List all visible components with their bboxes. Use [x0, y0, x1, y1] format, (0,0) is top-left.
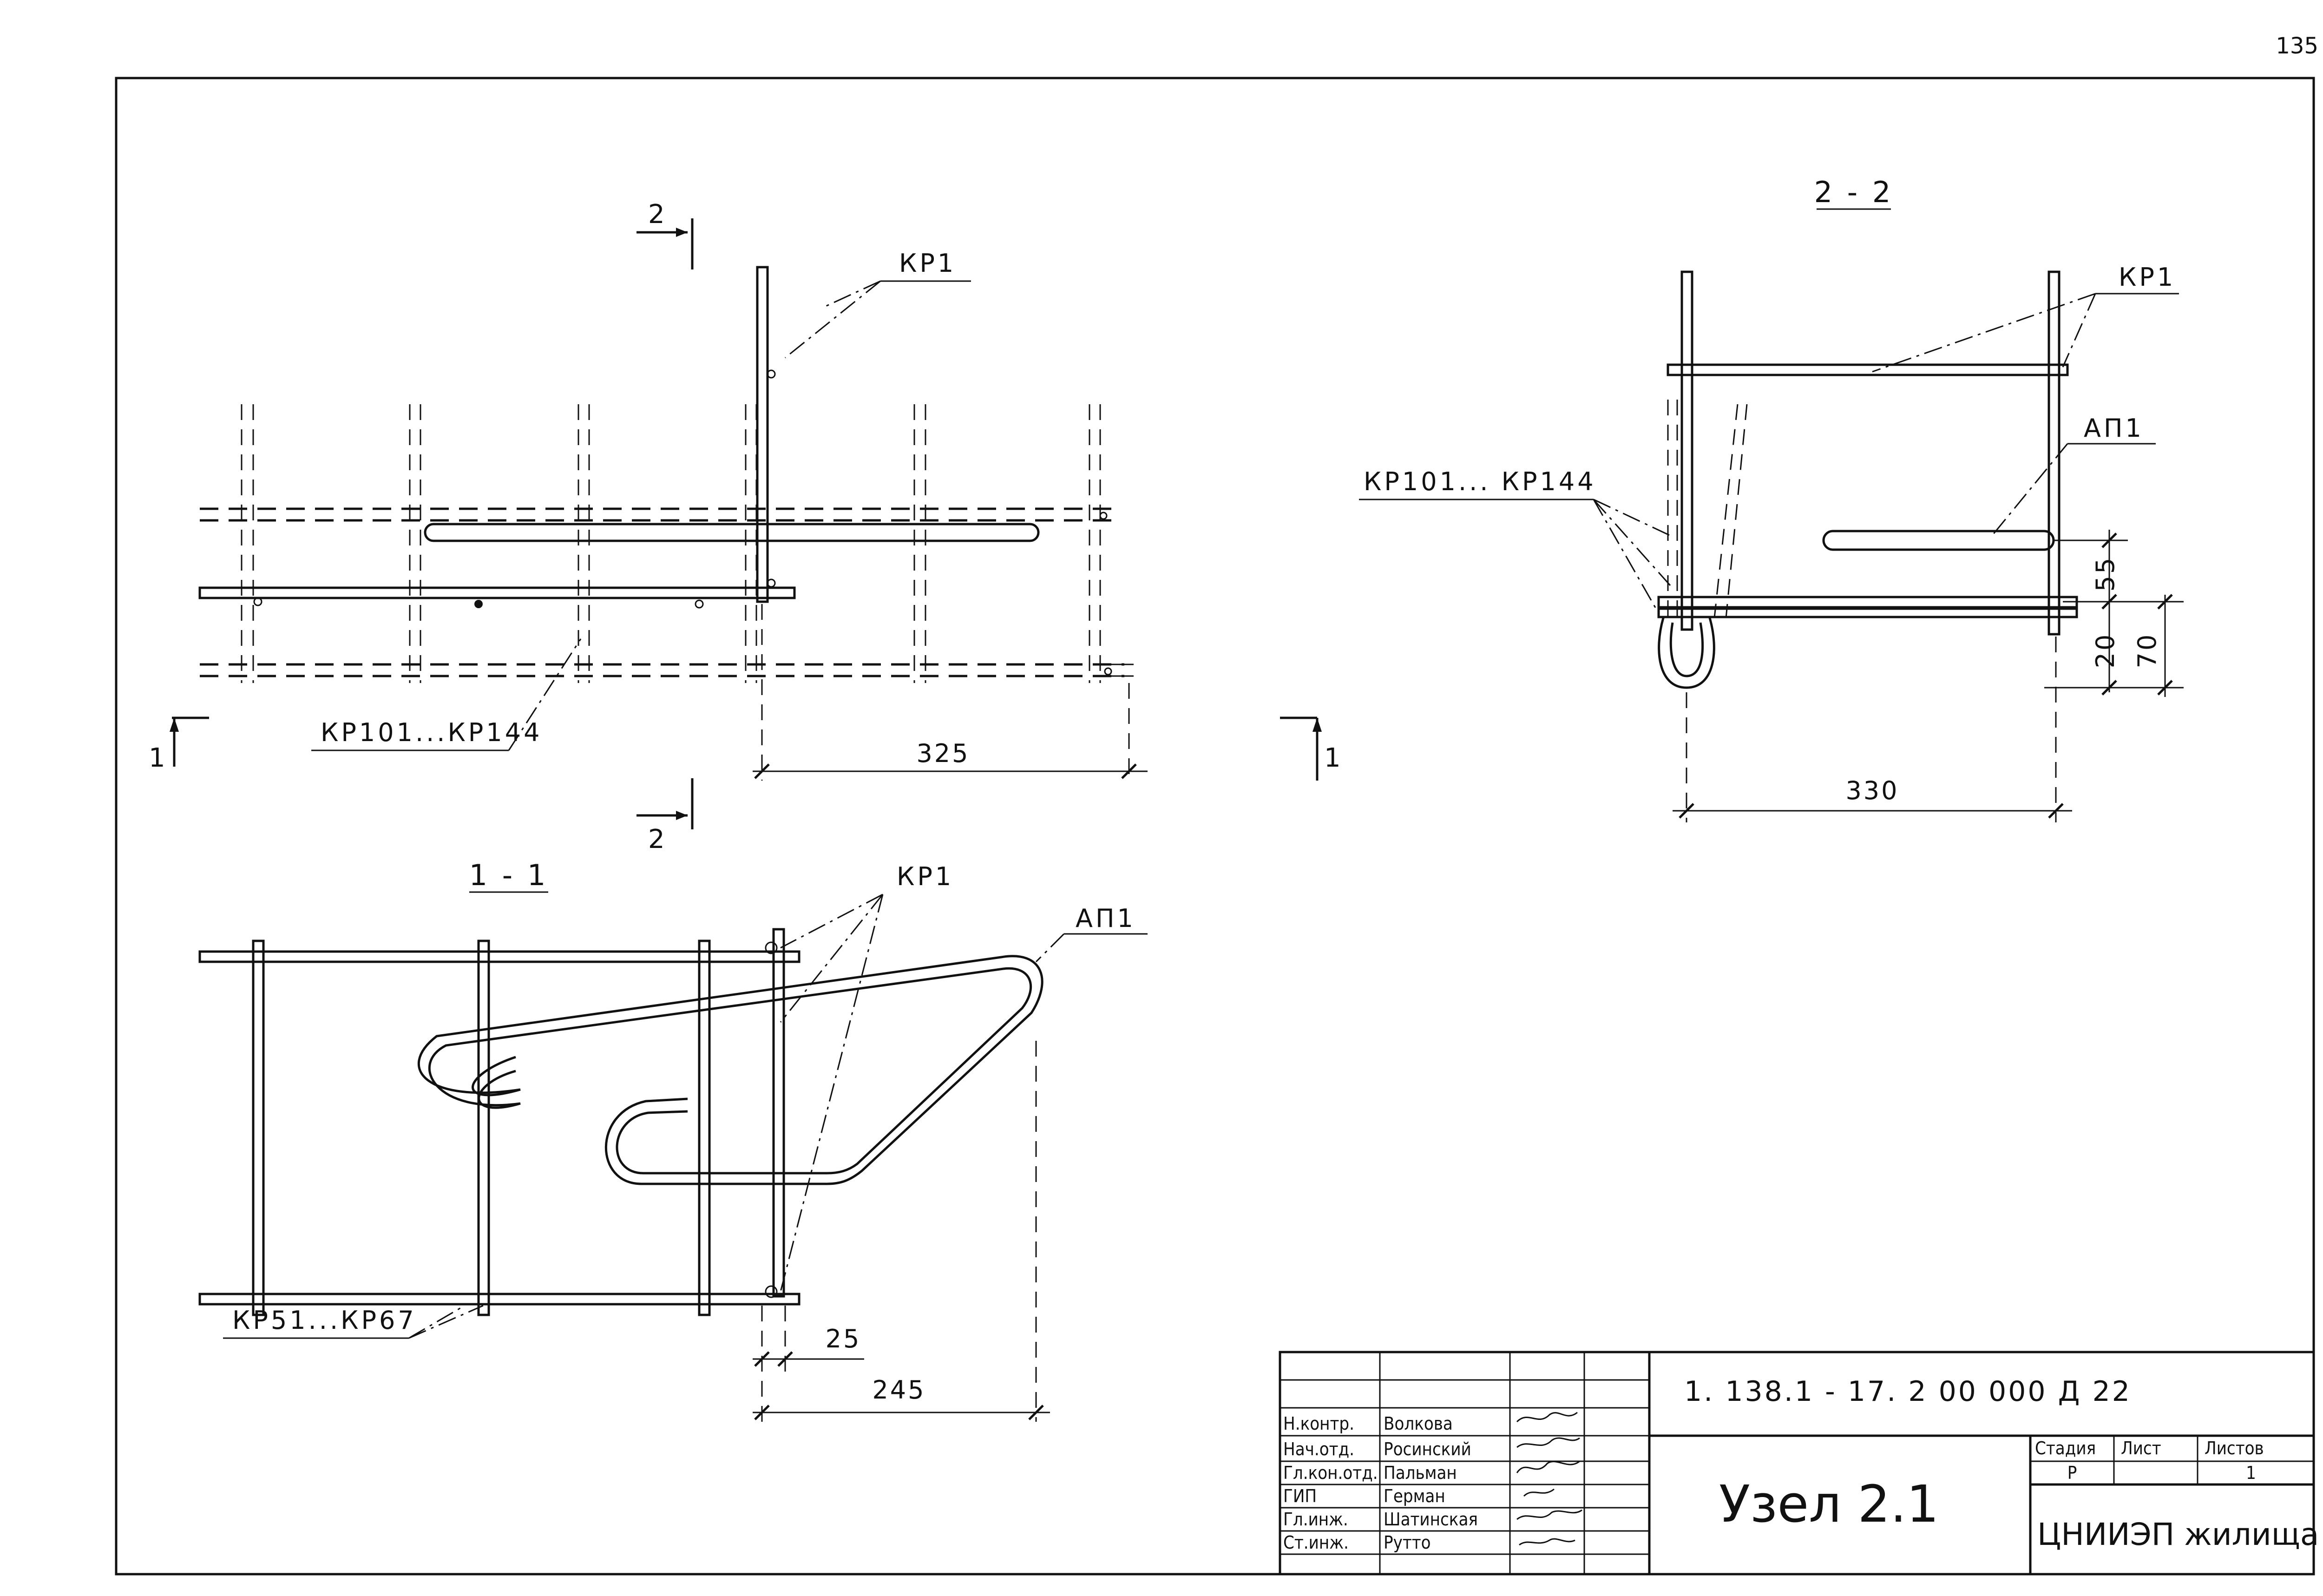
page-number: 135: [2276, 33, 2318, 59]
svg-text:245: 245: [872, 1375, 925, 1405]
role-5: Ст.инж.: [1283, 1532, 1349, 1553]
signatures: [1516, 1412, 1582, 1546]
svg-text:2: 2: [648, 824, 665, 854]
plan-label-kp101: КР101...КР144: [311, 638, 582, 751]
s22-dim-330: 330: [1673, 637, 2072, 822]
cut-mark-2-bottom: 2: [637, 778, 694, 854]
name-0: Волкова: [1384, 1413, 1453, 1434]
name-1: Росинский: [1384, 1439, 1471, 1459]
plan-view: 2 2 1 1: [149, 199, 1341, 854]
s22-dim-70: 70: [2128, 594, 2184, 697]
plan-label-kp1: КР1: [785, 249, 971, 359]
section-2-2: 2 - 2 КР1 АП1 КР101... КР144: [1359, 175, 2184, 822]
s22-label-kp1: КР1: [1872, 263, 2179, 373]
sheet-header: Лист: [2121, 1438, 2161, 1458]
svg-text:АП1: АП1: [2084, 414, 2144, 443]
svg-text:70: 70: [2133, 633, 2162, 669]
s22-dim-55: 55: [2054, 530, 2128, 613]
name-5: Рутто: [1384, 1532, 1431, 1553]
section-1-1: 1 - 1 КР1 АП1 КР51...КР67: [198, 858, 1148, 1422]
drawing-frame: [115, 77, 2315, 1576]
plan-dim-325: 325: [753, 604, 1148, 781]
svg-text:КР1: КР1: [897, 862, 954, 891]
s22-label-ap1: АП1: [1992, 414, 2156, 535]
svg-text:1: 1: [149, 743, 165, 773]
svg-text:2: 2: [648, 199, 665, 230]
organization: ЦНИИЭП жилища: [2037, 1517, 2319, 1552]
role-1: Нач.отд.: [1283, 1439, 1354, 1459]
sheets-value: 1: [2246, 1463, 2256, 1483]
role-4: Гл.инж.: [1283, 1509, 1348, 1530]
svg-text:1 - 1: 1 - 1: [469, 858, 549, 892]
role-0: Н.контр.: [1283, 1413, 1354, 1434]
section-2-2-title: 2 - 2: [1814, 175, 1894, 210]
s11-label-kp51: КР51...КР67: [223, 1305, 484, 1339]
name-4: Шатинская: [1384, 1509, 1478, 1530]
s22-label-kp101: КР101... КР144: [1359, 467, 1673, 614]
cut-mark-1-right: 1: [1280, 716, 1341, 781]
role-3: ГИП: [1283, 1486, 1317, 1506]
stage-header: Стадия: [2035, 1438, 2096, 1458]
sheets-header: Листов: [2205, 1438, 2264, 1458]
svg-text:2 - 2: 2 - 2: [1814, 175, 1894, 209]
name-2: Пальман: [1384, 1463, 1457, 1483]
s11-dim-25: 25: [753, 1306, 864, 1422]
svg-text:55: 55: [2091, 556, 2120, 592]
name-3: Герман: [1384, 1486, 1445, 1506]
svg-text:20: 20: [2091, 633, 2120, 669]
cut-mark-1-left: 1: [149, 716, 209, 773]
s11-dim-245: 245: [753, 1041, 1050, 1422]
cut-mark-2-top: 2: [637, 199, 694, 269]
svg-text:330: 330: [1845, 776, 1899, 805]
section-1-1-title: 1 - 1: [469, 858, 549, 893]
svg-text:1: 1: [1324, 743, 1341, 773]
s11-label-ap1: АП1: [1035, 904, 1148, 963]
stage-value: Р: [2067, 1463, 2077, 1483]
role-2: Гл.кон.отд.: [1283, 1463, 1378, 1483]
svg-text:КР101...КР144: КР101...КР144: [321, 718, 542, 747]
svg-text:КР1: КР1: [2119, 263, 2176, 292]
svg-text:АП1: АП1: [1076, 904, 1136, 933]
s11-label-kp1: КР1: [780, 862, 954, 1292]
title-block: 1. 138.1 - 17. 2 00 000 Д 22 Узел 2.1 Ст…: [1279, 1351, 2319, 1576]
svg-text:КР1: КР1: [899, 249, 956, 278]
drawing-title: Узел 2.1: [1719, 1474, 1939, 1534]
document-code: 1. 138.1 - 17. 2 00 000 Д 22: [1684, 1375, 2132, 1408]
svg-text:25: 25: [826, 1324, 861, 1353]
svg-text:КР101... КР144: КР101... КР144: [1364, 467, 1596, 496]
svg-text:325: 325: [916, 739, 970, 768]
svg-text:КР51...КР67: КР51...КР67: [232, 1306, 417, 1335]
